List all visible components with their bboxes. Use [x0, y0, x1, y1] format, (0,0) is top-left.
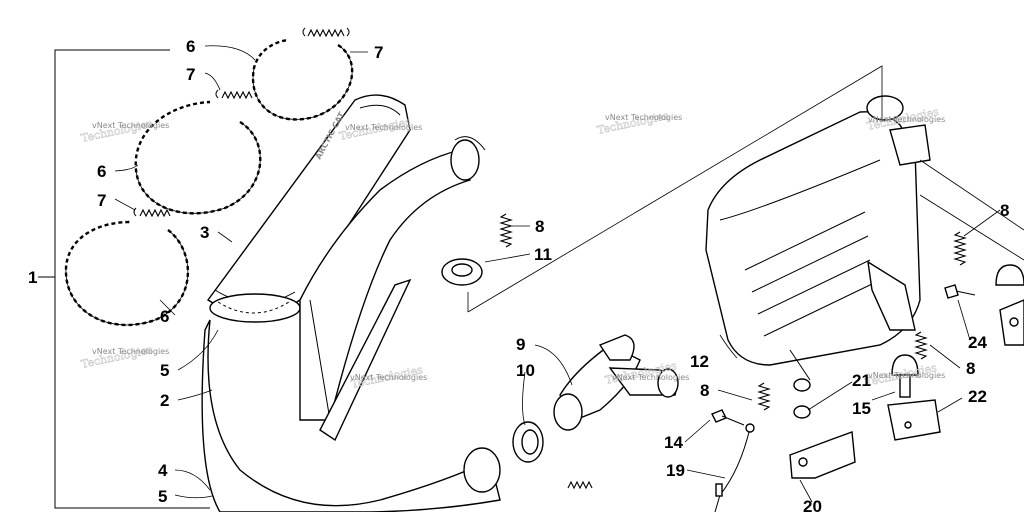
- silencer-box: [705, 95, 931, 366]
- callout-11: 11: [534, 245, 552, 264]
- bracket-24-mount: [999, 299, 1024, 346]
- callout-6-lower: 6: [160, 307, 169, 326]
- callout-19: 19: [666, 461, 685, 480]
- cable-19: [714, 423, 755, 512]
- chain-clamp-top: [251, 38, 354, 121]
- seal-ring-11: [441, 258, 483, 286]
- rubber-grommet-15: [891, 354, 919, 398]
- spring-8-upper-left: [499, 213, 513, 248]
- callout-21: 21: [852, 371, 871, 390]
- callout-8-right-upper: 8: [1000, 201, 1009, 220]
- spring-lower-center: [567, 480, 593, 490]
- callout-1: 1: [28, 268, 37, 287]
- callout-7-middle: 7: [186, 65, 195, 84]
- reference-lines: [467, 65, 1024, 313]
- callout-labels: 1 2 3 4 5 5 6 6 6 7 7 7 8 8 8 8 9 10 11 …: [28, 37, 1009, 512]
- svg-text:vNext Technologies: vNext Technologies: [345, 123, 422, 132]
- callout-22: 22: [968, 387, 987, 406]
- svg-text:vNext Technologies: vNext Technologies: [868, 371, 945, 380]
- bolt-14: [711, 409, 745, 426]
- clamp-spring-top: [302, 27, 350, 38]
- bracket-20: [789, 431, 856, 479]
- callout-4: 4: [158, 461, 168, 480]
- bolt-24: [944, 284, 976, 299]
- callout-14: 14: [664, 433, 683, 452]
- svg-text:vNext Technologies: vNext Technologies: [605, 113, 682, 122]
- spring-8-right-lower: [914, 331, 928, 360]
- svg-text:vNext Technologies: vNext Technologies: [92, 121, 169, 130]
- callout-20: 20: [803, 497, 822, 512]
- callout-9: 9: [516, 335, 525, 354]
- callout-12: 12: [690, 352, 709, 371]
- callout-7-lower: 7: [97, 191, 106, 210]
- bracket-22: [887, 399, 941, 441]
- callout-10: 10: [516, 361, 535, 380]
- callout-3: 3: [200, 223, 209, 242]
- callout-7-top: 7: [374, 43, 383, 62]
- callout-5-lower: 5: [158, 487, 167, 506]
- callout-8-right-lower: 8: [966, 359, 975, 378]
- washer-21: [789, 349, 811, 419]
- callout-8-center: 8: [700, 381, 709, 400]
- svg-text:vNext Technologies: vNext Technologies: [350, 373, 427, 382]
- chain-clamp-middle: [134, 100, 262, 215]
- rubber-grommet-right: [995, 264, 1024, 286]
- clamp-spring-lower: [133, 207, 171, 218]
- svg-text:vNext Technologies: vNext Technologies: [612, 373, 689, 382]
- group-bracket: [38, 49, 210, 509]
- leader-lines: [114, 45, 1001, 503]
- svg-text:vNext Technologies: vNext Technologies: [868, 115, 945, 124]
- spring-8-center: [757, 382, 771, 411]
- clamp-spring-middle: [215, 89, 253, 100]
- spring-8-right-upper: [953, 231, 967, 266]
- chain-clamp-lower: [64, 220, 189, 327]
- seal-ring-10: [512, 421, 544, 463]
- callout-8-upper-left: 8: [535, 217, 544, 236]
- callout-15: 15: [852, 399, 871, 418]
- callout-6-middle: 6: [97, 162, 106, 181]
- callout-5-upper: 5: [160, 361, 169, 380]
- svg-text:vNext Technologies: vNext Technologies: [92, 347, 169, 356]
- callout-24: 24: [968, 333, 987, 352]
- callout-6-top: 6: [186, 37, 195, 56]
- callout-2: 2: [160, 391, 169, 410]
- exhaust-manifold: [553, 334, 679, 431]
- exhaust-pipe: [201, 136, 501, 512]
